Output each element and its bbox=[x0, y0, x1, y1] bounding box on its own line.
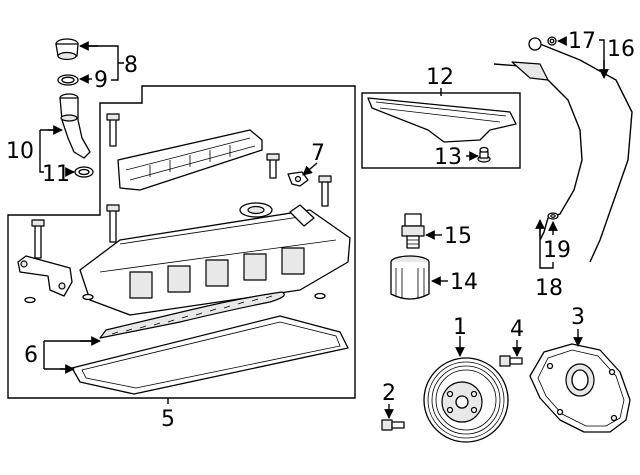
callout-5: 5 bbox=[161, 407, 175, 432]
oil-pan bbox=[367, 97, 517, 143]
cover-bolts bbox=[31, 113, 332, 259]
callout-10: 10 bbox=[6, 139, 34, 164]
valve-cover-gasket-lower bbox=[71, 315, 349, 395]
callout-8: 8 bbox=[124, 53, 138, 78]
bolt-c bbox=[318, 175, 332, 207]
callout-14: 14 bbox=[450, 270, 478, 295]
side-bracket bbox=[17, 255, 73, 297]
callout-15: 15 bbox=[444, 224, 472, 249]
tube-o-ring bbox=[547, 212, 559, 220]
dipstick bbox=[528, 37, 633, 263]
dipstick-tube bbox=[493, 61, 583, 241]
callout-19: 19 bbox=[543, 238, 571, 263]
callout-16-leader bbox=[599, 39, 605, 74]
oil-filter bbox=[390, 255, 430, 300]
dipstick-seal bbox=[547, 36, 557, 46]
callout-4: 4 bbox=[510, 317, 524, 342]
valve-cover bbox=[79, 202, 351, 316]
grommets bbox=[24, 292, 326, 304]
wiring-harness-rail bbox=[117, 129, 263, 191]
arrow-7 bbox=[302, 162, 318, 176]
callout-12: 12 bbox=[426, 65, 454, 90]
oil-filler-tube bbox=[59, 93, 91, 159]
callout-11: 11 bbox=[42, 162, 70, 187]
crankshaft-damper bbox=[423, 357, 509, 443]
callout-1: 1 bbox=[453, 315, 467, 340]
oil-drain-plug bbox=[477, 146, 491, 163]
bolt-b bbox=[266, 153, 280, 179]
callout-18-bracket bbox=[539, 222, 554, 269]
callout-2: 2 bbox=[382, 381, 396, 406]
callout-16: 16 bbox=[607, 37, 635, 62]
callout-3: 3 bbox=[571, 305, 585, 330]
callout-13: 13 bbox=[434, 145, 462, 170]
rear-seal-retainer bbox=[529, 343, 631, 433]
bolt-e bbox=[31, 219, 45, 259]
retainer-bolt bbox=[499, 355, 523, 367]
callout-18: 18 bbox=[535, 276, 563, 301]
callout-7: 7 bbox=[311, 141, 325, 166]
damper-bolt bbox=[381, 419, 405, 431]
oil-pressure-sensor bbox=[401, 213, 425, 249]
valve-cover-group-frame bbox=[7, 85, 356, 399]
valve-cover-gasket-upper bbox=[99, 291, 285, 339]
callout-9: 9 bbox=[94, 68, 108, 93]
filler-cap-seal bbox=[57, 74, 79, 86]
bolt-a bbox=[106, 113, 120, 147]
bolt-d bbox=[106, 204, 120, 243]
callout-17: 17 bbox=[568, 29, 596, 54]
callout-6: 6 bbox=[24, 343, 38, 368]
filler-tube-o-ring bbox=[74, 166, 94, 178]
callout-8-9-bracket bbox=[82, 45, 124, 81]
oil-filler-cap bbox=[55, 38, 79, 61]
